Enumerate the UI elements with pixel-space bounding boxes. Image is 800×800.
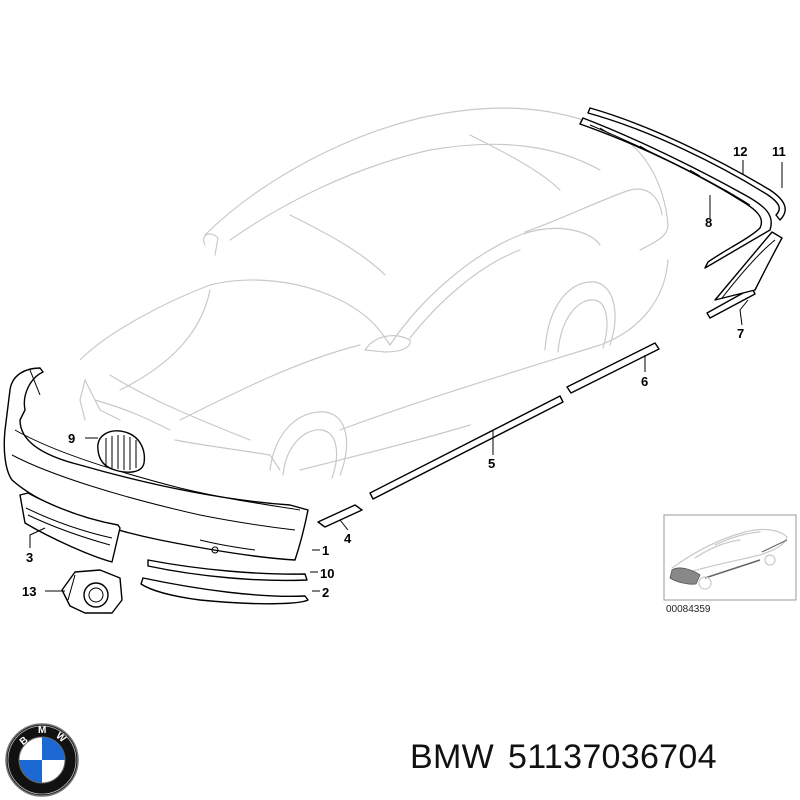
callout-10: 10 [320,566,334,581]
caption-part-number: 51137036704 [508,738,717,776]
callout-4: 4 [344,531,352,546]
callout-9: 9 [68,431,75,446]
moulding-4 [317,504,363,528]
inset-thumbnail: 00084359 [663,514,797,615]
callout-5: 5 [488,456,495,471]
callout-12: 12 [733,144,747,159]
fog-light [61,569,123,614]
leader-lines [29,160,783,592]
roof-trims [579,107,786,269]
kidney-grille [97,430,146,473]
svg-text:M: M [38,725,46,736]
car-outline [79,107,669,479]
moulding-11 [587,107,786,221]
lower-trim-panel [19,492,121,563]
callout-3: 3 [26,550,33,565]
bmw-logo: B M W [5,723,79,797]
callout-8: 8 [705,215,712,230]
callout-6: 6 [641,374,648,389]
moulding-8 [579,117,772,269]
callout-labels: 1 2 3 4 5 6 7 8 9 10 11 12 13 [22,144,786,600]
caption-brand: BMW [410,738,494,776]
front-bumper [3,367,309,561]
side-mouldings [317,231,783,528]
moulding-7 [706,287,756,319]
moulding-6 [566,342,660,394]
callout-7: 7 [737,326,744,341]
callout-1: 1 [322,543,329,558]
callout-13: 13 [22,584,36,599]
bumper-trim-strips [140,559,309,605]
callout-2: 2 [322,585,329,600]
moulding-5 [369,395,564,500]
callout-11: 11 [772,144,786,159]
part-caption: BMW 51137036704 [410,738,731,777]
inset-id: 00084359 [666,604,711,615]
